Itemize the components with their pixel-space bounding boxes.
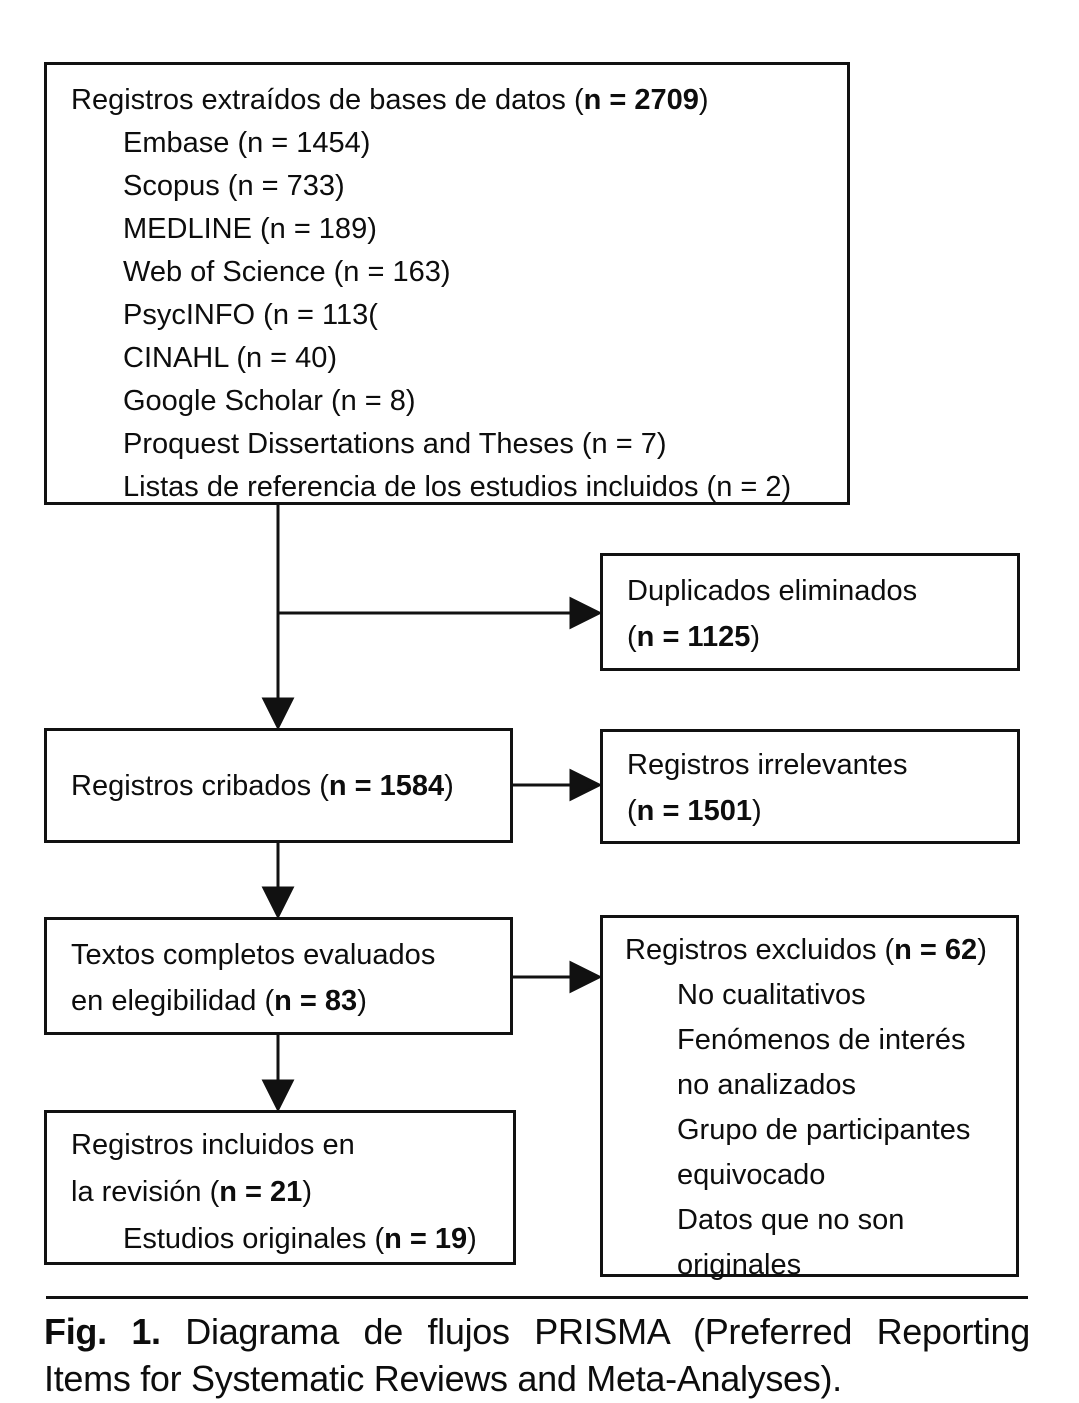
records-included-line2: la revisión (n = 21) (71, 1176, 312, 1208)
figure-caption: Fig. 1. Diagrama de flujos PRISMA (Prefe… (44, 1308, 1030, 1402)
source-item: Web of Science (n = 163) (123, 256, 451, 288)
duplicates-removed-label: Duplicados eliminados (627, 575, 918, 607)
figure-caption-line2: Items for Systematic Reviews and Meta-An… (44, 1358, 842, 1399)
source-item: Listas de referencia de los estudios inc… (123, 471, 792, 503)
source-item: Proquest Dissertations and Theses (n = 7… (123, 428, 667, 460)
box-records-screened: Registros cribados (n = 1584) (44, 728, 513, 843)
fulltext-assessed-line2: en elegibilidad (n = 83) (71, 985, 367, 1017)
box-records-extracted: Registros extraídos de bases de datos (n… (44, 62, 850, 505)
exclusion-reason: no analizados (677, 1069, 856, 1101)
source-item: Google Scholar (n = 8) (123, 385, 416, 417)
source-item: PsycINFO (n = 113( (123, 299, 378, 331)
box-irrelevant-records: Registros irrelevantes (n = 1501) (600, 729, 1020, 844)
box-records-included: Registros incluidos en la revisión (n = … (44, 1110, 516, 1265)
source-item: Embase (n = 1454) (123, 127, 371, 159)
box-fulltext-assessed: Textos completos evaluados en elegibilid… (44, 917, 513, 1035)
exclusion-reason: No cualitativos (677, 979, 866, 1011)
box-records-excluded: Registros excluidos (n = 62) No cualitat… (600, 915, 1019, 1281)
exclusion-reason: Grupo de participantes (677, 1114, 971, 1146)
original-studies-count: Estudios originales (n = 19) (123, 1223, 477, 1255)
caption-divider (46, 1296, 1028, 1299)
arrow-fulltext-to-excluded-head (569, 960, 603, 994)
source-item: CINAHL (n = 40) (123, 342, 338, 374)
arrow-screened-to-fulltext-head (261, 886, 295, 920)
records-extracted-title: Registros extraídos de bases de datos (n… (71, 84, 709, 116)
source-item: MEDLINE (n = 189) (123, 213, 377, 245)
exclusion-reason: equivocado (677, 1159, 826, 1191)
source-item: Scopus (n = 733) (123, 170, 345, 202)
box-duplicates-removed: Duplicados eliminados (n = 1125) (600, 553, 1020, 671)
figure-caption-line1: Fig. 1. Diagrama de flujos PRISMA (Prefe… (44, 1311, 1030, 1352)
arrow-branch-to-duplicates-head (569, 596, 603, 630)
exclusion-reason: originales (677, 1249, 802, 1281)
duplicates-removed-count: (n = 1125) (627, 621, 761, 653)
records-included-line1: Registros incluidos en (71, 1129, 355, 1161)
irrelevant-records-count: (n = 1501) (627, 795, 762, 827)
records-excluded-title: Registros excluidos (n = 62) (625, 934, 987, 966)
records-screened-title: Registros cribados (n = 1584) (71, 769, 454, 802)
figure-number-label: Fig. 1. (44, 1311, 161, 1352)
arrow-extracted-to-screened-head (261, 697, 295, 731)
fulltext-assessed-line1: Textos completos evaluados (71, 939, 436, 971)
arrow-screened-to-irrelevant-head (569, 768, 603, 802)
exclusion-reason: Datos que no son (677, 1204, 905, 1236)
irrelevant-records-label: Registros irrelevantes (627, 749, 908, 781)
exclusion-reason: Fenómenos de interés (677, 1024, 966, 1056)
arrow-fulltext-to-included-head (261, 1079, 295, 1113)
